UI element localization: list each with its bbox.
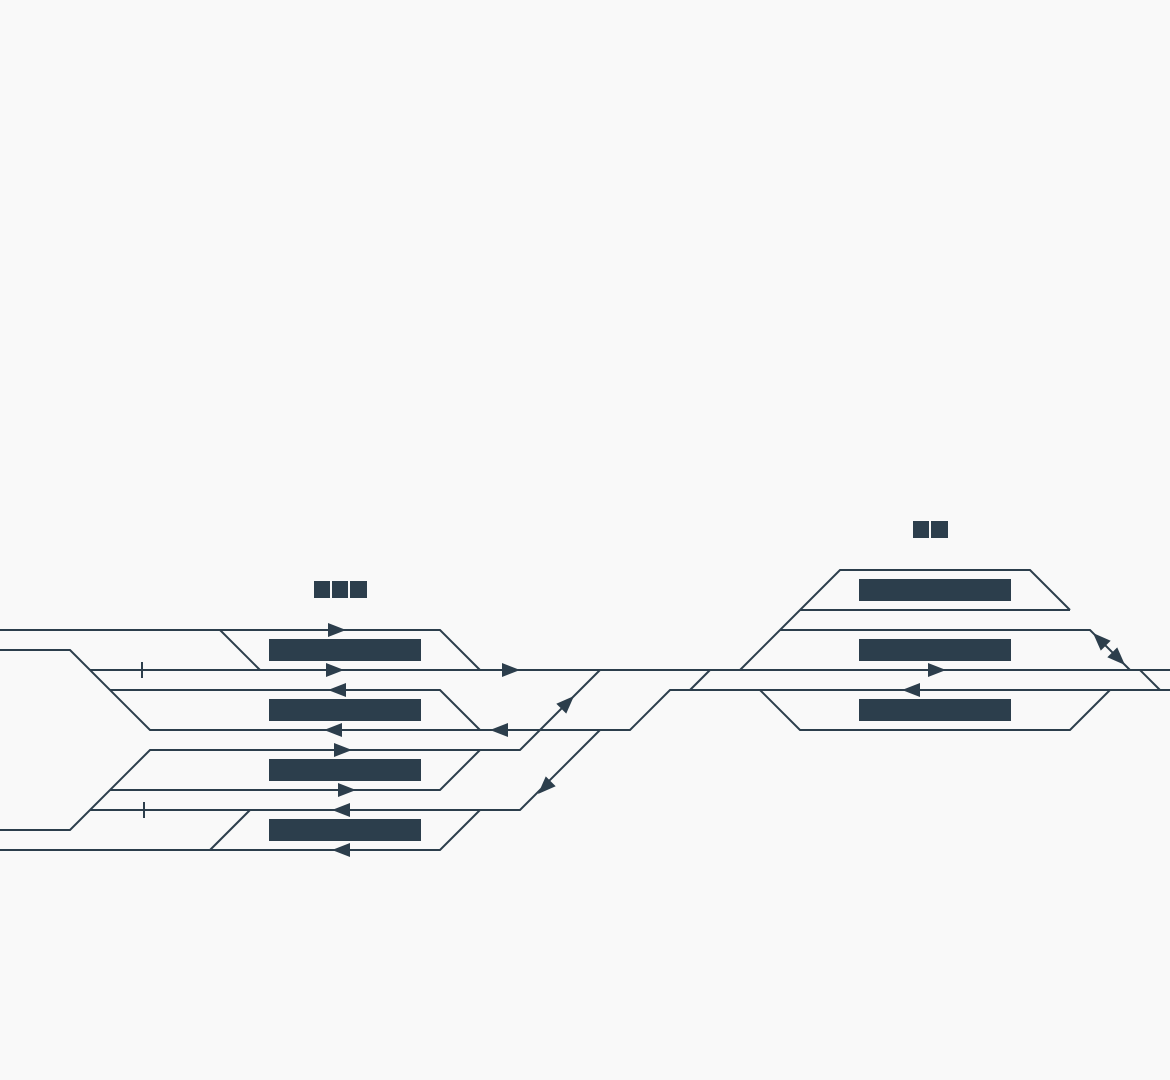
two-block-station-marker: [913, 521, 948, 538]
track-b-exit: [1139, 669, 1161, 691]
platforms: [269, 579, 1011, 841]
track-a3: [110, 689, 481, 731]
platform-a3: [269, 759, 421, 781]
triangle-arrow-icon: [334, 743, 352, 757]
track-mid-crossover: [689, 669, 711, 691]
track-a4: [110, 749, 481, 791]
platform-b1: [859, 579, 1011, 601]
triangle-arrow-icon: [338, 783, 356, 797]
tracks: [0, 569, 1170, 851]
three-block-station-marker: [314, 581, 367, 598]
triangle-arrow-icon: [1107, 647, 1125, 665]
triangle-arrow-icon: [556, 696, 574, 714]
track-b4: [759, 689, 1111, 731]
track-a1-crossover: [219, 629, 261, 671]
track-b1: [739, 569, 1071, 671]
track-a5: [90, 729, 601, 811]
triangle-arrow-icon: [538, 776, 556, 794]
platform-b3: [859, 699, 1011, 721]
track-a-main-down: [480, 689, 1170, 731]
platform-a1: [269, 639, 421, 661]
triangle-arrow-icon: [326, 663, 344, 677]
track-a1: [0, 629, 481, 671]
direction-arrows: [324, 623, 1125, 857]
track-a6: [0, 809, 481, 851]
triangle-arrow-icon: [928, 663, 946, 677]
track-a-lower-loop: [0, 669, 601, 831]
platform-a2: [269, 699, 421, 721]
triangle-arrow-icon: [332, 803, 350, 817]
signals: [141, 662, 145, 818]
triangle-arrow-icon: [332, 843, 350, 857]
triangle-arrow-icon: [328, 623, 346, 637]
triangle-arrow-icon: [328, 683, 346, 697]
platform-b2: [859, 639, 1011, 661]
triangle-arrow-icon: [490, 723, 508, 737]
triangle-arrow-icon: [324, 723, 342, 737]
track-a6-crossover: [209, 809, 251, 851]
triangle-arrow-icon: [1093, 633, 1111, 651]
triangle-arrow-icon: [502, 663, 520, 677]
platform-a4: [269, 819, 421, 841]
triangle-arrow-icon: [902, 683, 920, 697]
